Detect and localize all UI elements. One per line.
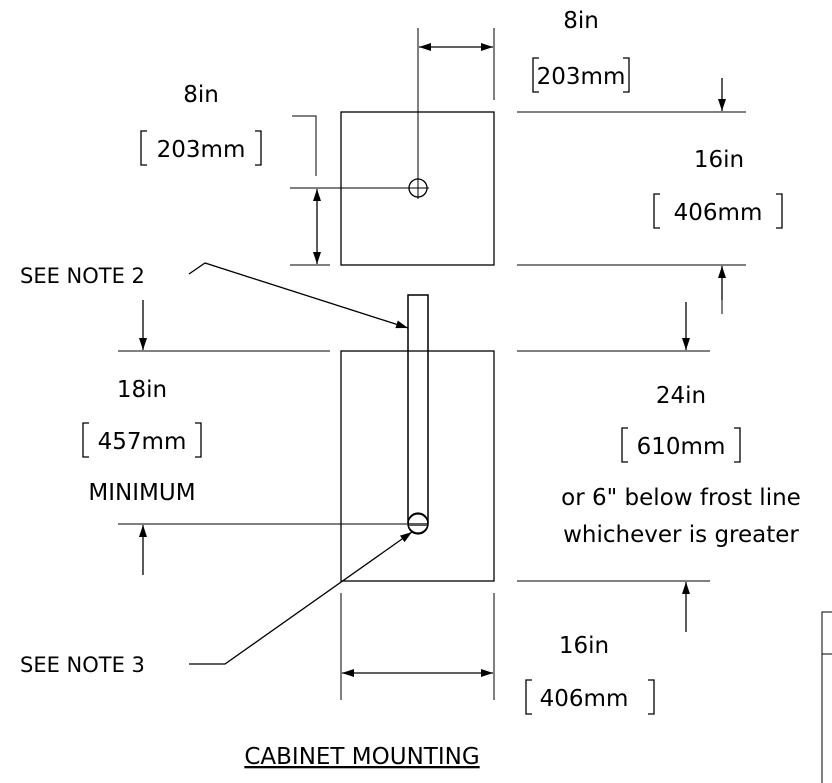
- bottom-concrete-pad: [340, 350, 495, 582]
- bottom-width-metric: 406mm: [540, 686, 629, 712]
- bottom-width-bracket-right: [648, 679, 655, 715]
- embed-depth-qualifier: MINIMUM: [88, 480, 195, 506]
- title-block-frame: [821, 611, 832, 783]
- left-height-dim-metric: 203mm: [157, 137, 246, 163]
- left-height-bracket-left: [140, 130, 147, 166]
- top-height-dim-metric: 406mm: [674, 200, 763, 226]
- left-dim-bracket: [292, 115, 317, 176]
- see-note-3-label: SEE NOTE 3: [20, 653, 145, 677]
- top-width-bracket-left: [532, 57, 539, 93]
- conduit-in-pad: [407, 294, 429, 524]
- embed-depth-metric: 457mm: [98, 429, 187, 455]
- pad-depth-bracket-left: [621, 427, 628, 463]
- top-width-dim-metric: 203mm: [537, 64, 626, 90]
- embed-depth-bracket-right: [195, 422, 202, 458]
- pad-depth-frost-note: or 6" below frost line: [561, 485, 801, 511]
- embed-depth-imperial: 18in: [117, 377, 167, 403]
- top-height-bracket-left: [653, 193, 660, 229]
- top-width-bracket-right: [623, 57, 630, 93]
- top-height-bracket-right: [776, 193, 783, 229]
- conduit-stub: [407, 294, 429, 526]
- pad-depth-metric: 610mm: [637, 434, 726, 460]
- left-height-bracket-right: [255, 130, 262, 166]
- pad-depth-bracket-right: [734, 427, 741, 463]
- top-height-dim-imperial: 16in: [694, 147, 744, 173]
- see-note-2-label: SEE NOTE 2: [20, 264, 145, 288]
- bottom-width-imperial: 16in: [559, 633, 609, 659]
- left-height-dim-imperial: 8in: [183, 82, 219, 108]
- pad-depth-greater-note: whichever is greater: [563, 522, 799, 548]
- top-width-dim-imperial: 8in: [563, 8, 599, 34]
- pad-depth-imperial: 24in: [656, 383, 706, 409]
- embed-depth-bracket-left: [82, 422, 89, 458]
- conduit-bend-icon: [407, 513, 429, 535]
- note3-leader: [189, 531, 413, 665]
- bottom-width-bracket-left: [525, 679, 532, 715]
- drawing-title: CABINET MOUNTING: [244, 744, 479, 770]
- note2-leader: [188, 262, 409, 329]
